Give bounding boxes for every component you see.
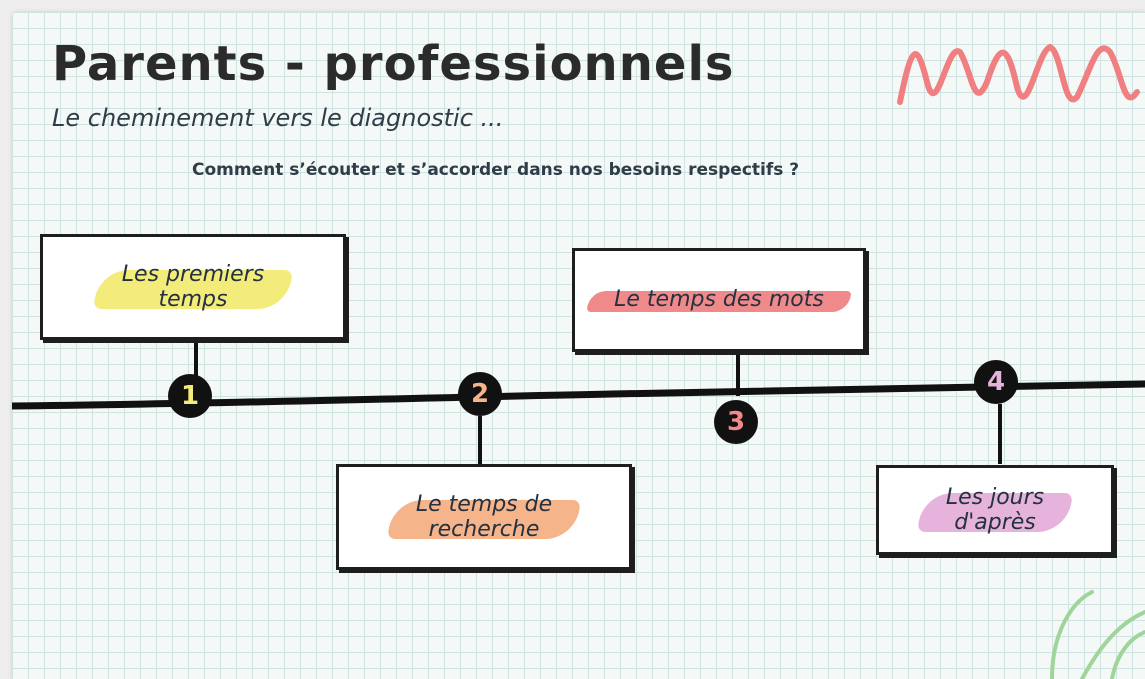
slide: Parents - professionnels Le cheminement … bbox=[12, 12, 1145, 679]
leaf-doodle bbox=[1050, 590, 1145, 679]
step-box-3: Le temps des mots bbox=[572, 248, 866, 352]
step-number-1: 1 bbox=[168, 374, 212, 418]
step-box-1: Les premiers temps bbox=[40, 234, 346, 340]
step-label-2: Le temps de recherche bbox=[406, 490, 562, 545]
step-box-4: Les jours d'après bbox=[876, 465, 1114, 555]
page-title: Parents - professionnels bbox=[52, 36, 735, 92]
step-label-4: Les jours d'après bbox=[936, 483, 1054, 538]
step-number-3: 3 bbox=[714, 400, 758, 444]
step-number-4: 4 bbox=[974, 360, 1018, 404]
step-number-2: 2 bbox=[458, 372, 502, 416]
question-text: Comment s’écouter et s’accorder dans nos… bbox=[192, 160, 800, 180]
page-subtitle: Le cheminement vers le diagnostic ... bbox=[52, 104, 504, 132]
step-label-1: Les premiers temps bbox=[112, 260, 274, 315]
step-label-3: Le temps des mots bbox=[604, 285, 834, 314]
step-box-2: Le temps de recherche bbox=[336, 464, 632, 570]
zigzag-doodle bbox=[897, 43, 1140, 105]
